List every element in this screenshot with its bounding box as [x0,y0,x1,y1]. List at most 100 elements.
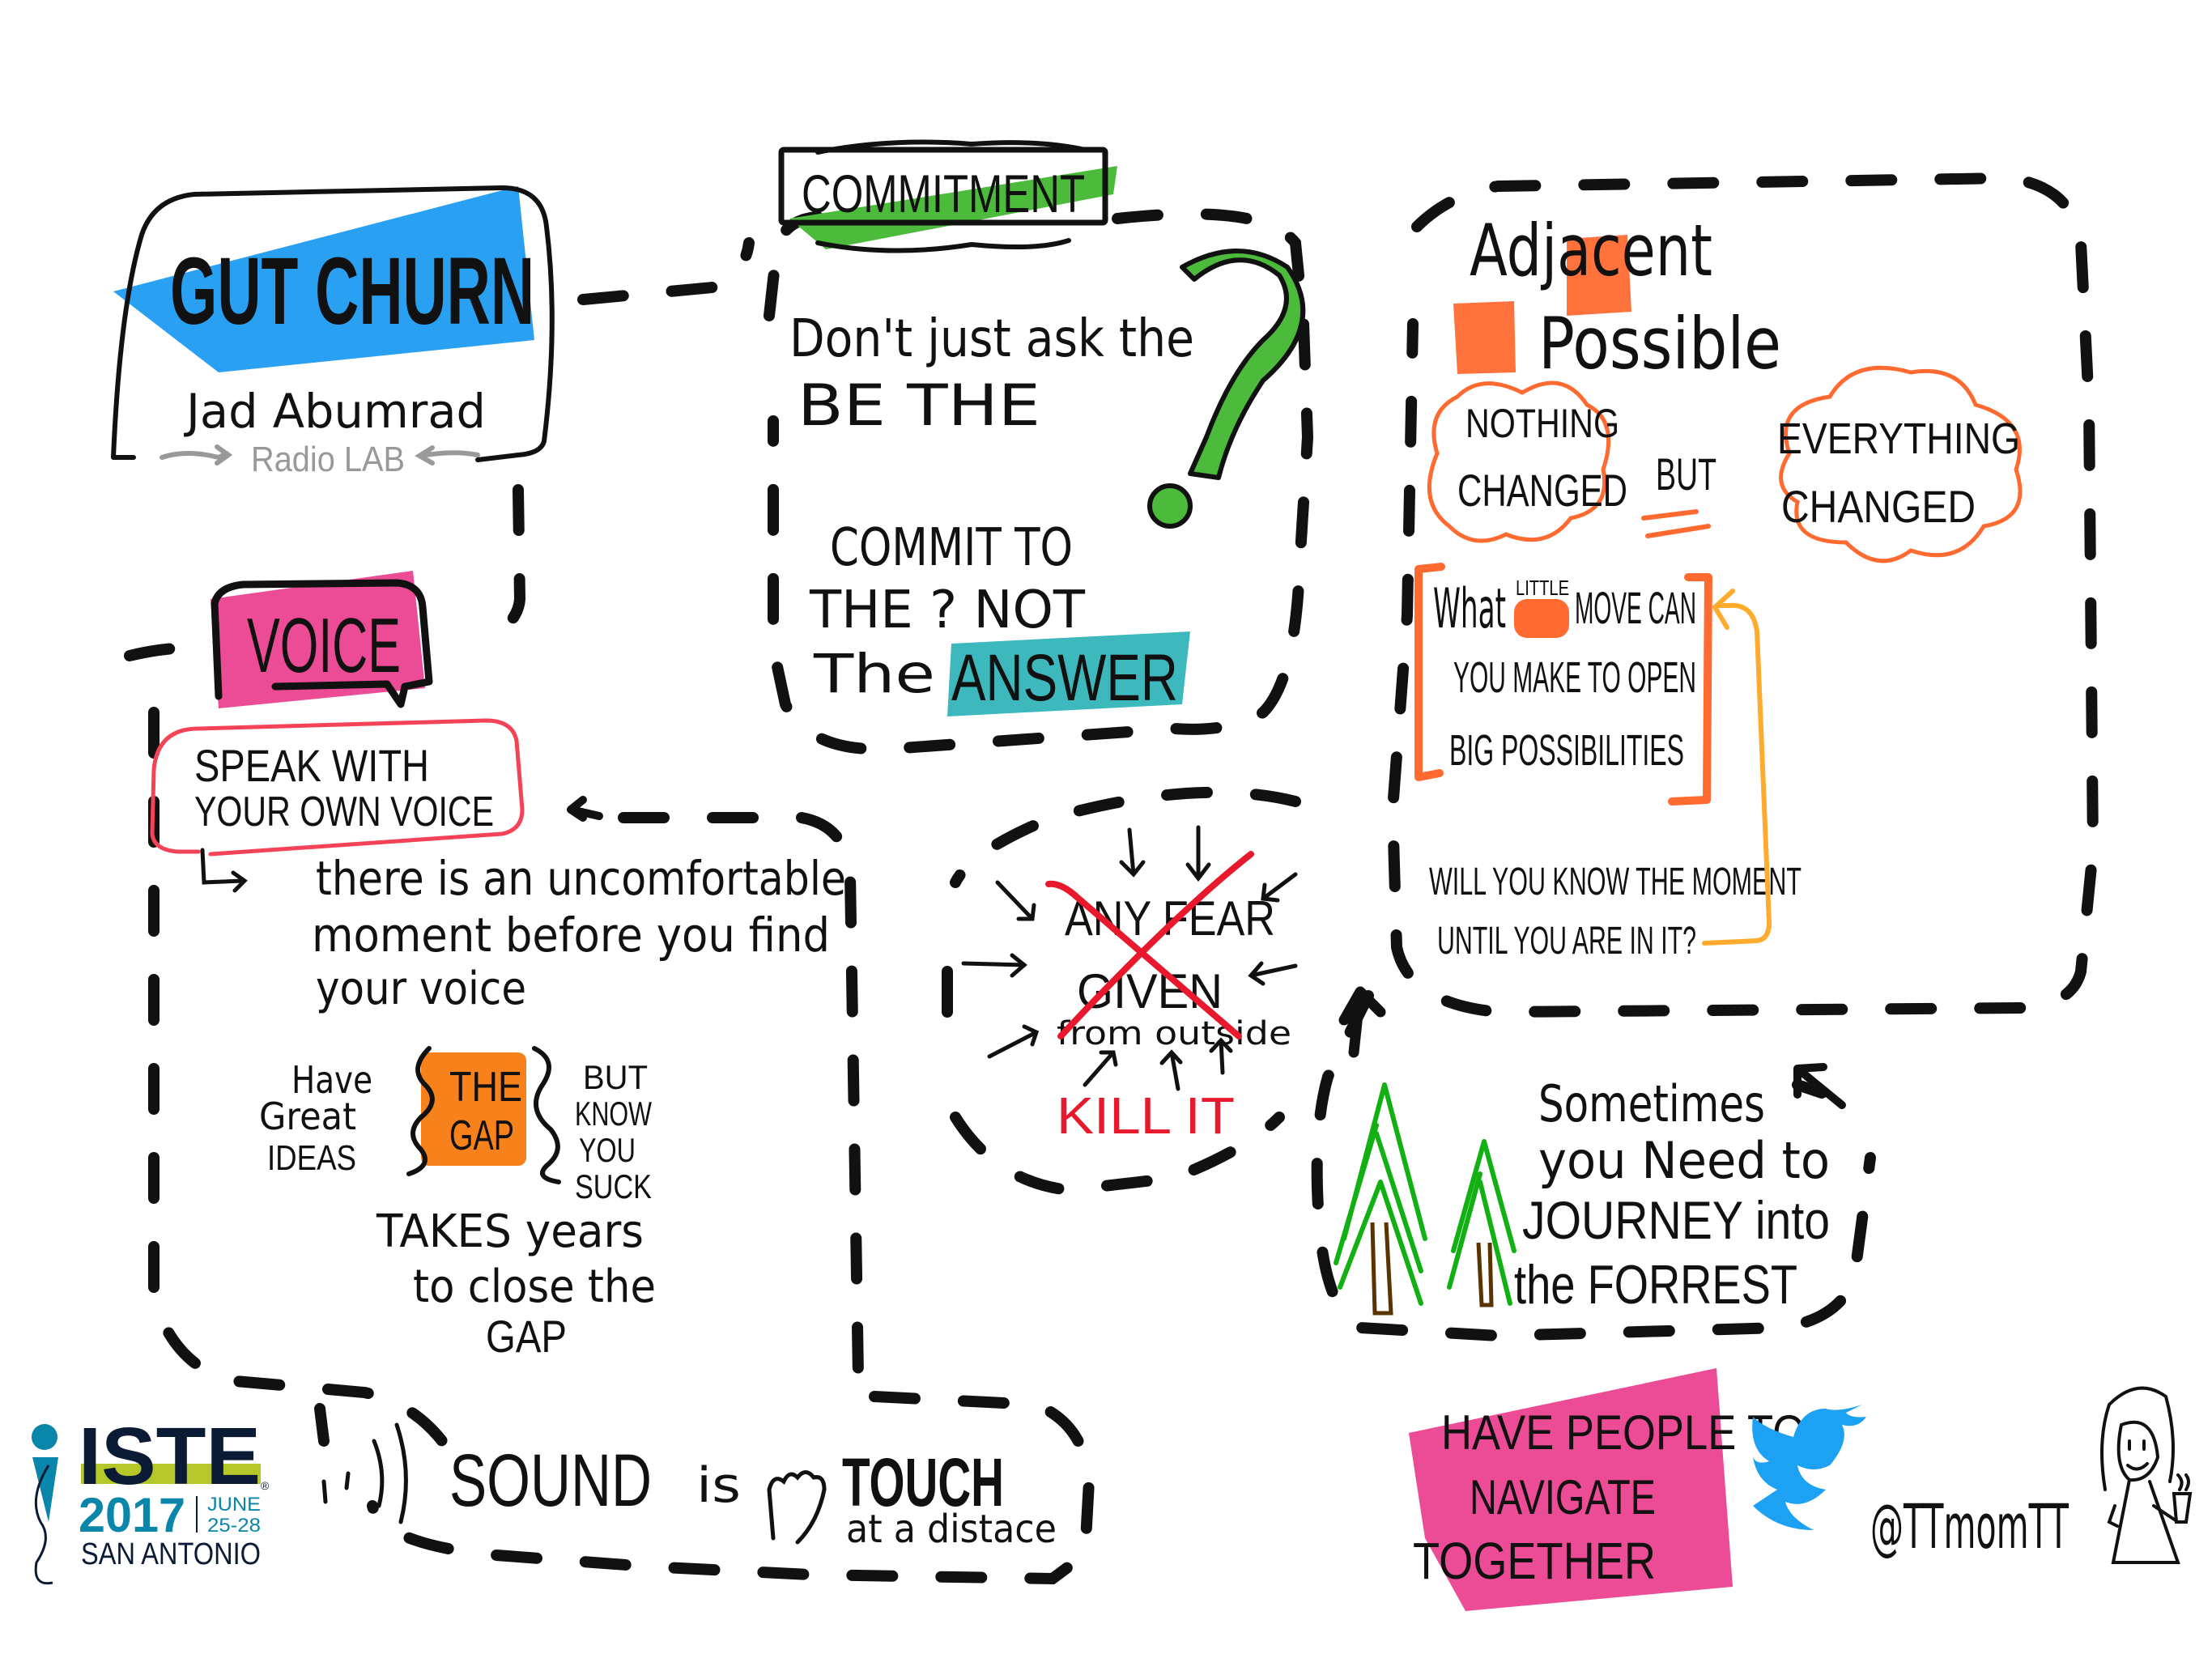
red-cross-out [1045,851,1254,1039]
close-line1: TAKES years [376,1205,644,1258]
iste-logo: ISTE ® 2017 JUNE 25-28 SAN ANTONIO [32,1411,270,1585]
logo-figure-body [32,1457,58,1522]
cloud-right-line2: CHANGED [1781,481,1976,532]
show-name: Radio LAB [251,440,405,479]
speak-line1: SPEAK WITH [194,740,429,791]
moment-line2: UNTIL YOU ARE IN IT? [1437,920,1696,963]
orange-scribble-right [1567,235,1631,316]
pink-highlight [1409,1368,1733,1611]
orange-bracket-right [1668,573,1712,806]
logo-year: 2017 [79,1488,185,1542]
gap-left-2: Great [259,1095,356,1138]
voice-speech-bubble [211,579,433,708]
fear-line2: GIVEN [1077,964,1223,1018]
possible-title: Possible [1538,302,1781,385]
orange-bracket-left [1414,563,1445,781]
forest-section: Sometimes you Need to JOURNEY into the F… [1311,986,1876,1342]
adjacent-border [1386,172,2099,1018]
arrow-up-icon [1338,986,1386,1058]
close-line3: GAP [486,1311,567,1362]
commitment-line4: THE ? NOT [809,580,1086,640]
teal-highlight [947,631,1190,716]
commitment-line5-prefix: The [813,643,935,705]
gap-orange-block [421,1052,526,1166]
gap-label-the: THE [449,1064,522,1111]
kill-it-label: KILL IT [1057,1086,1235,1145]
arrow-right-icon [160,444,233,466]
hand-icon [767,1470,827,1545]
forest-line3: JOURNEY into [1522,1190,1830,1250]
gut-churn-frame [111,185,555,462]
voice-title: VOICE [247,602,401,689]
connector-voice-loop [124,642,459,1463]
gap-right-4: SUCK [575,1167,652,1205]
question-move-can: MOVE CAN [1575,582,1696,633]
speaker-name: Jad Abumrad [184,384,486,439]
green-banner-fill [789,166,1117,249]
loop-arrow [1702,589,1772,946]
chain-top [815,139,1087,155]
sound-word: SOUND [449,1439,652,1522]
cloud-left [1427,380,1611,543]
voice-section: VOICE SPEAK WITH YOUR OWN VOICE there is… [150,571,846,1362]
gut-churn-title: GUT CHURN [170,238,534,345]
logo-month: JUNE [207,1494,261,1516]
logo-figure-swoosh [34,1465,53,1585]
people-line3: TOGETHER [1413,1532,1656,1590]
voice-arrow-left [567,796,603,822]
fear-arrows [961,825,1298,1091]
people-line2: NAVIGATE [1470,1470,1656,1524]
question-line2: YOU MAKE TO OPEN [1453,653,1696,702]
fear-border [942,786,1301,1197]
chain-bottom [815,238,1071,253]
sound-is: is [696,1457,741,1514]
connector-gutchurn-commitment [577,237,755,305]
pink-highlight [211,571,425,708]
twitter-bird-icon [1752,1405,1866,1530]
gap-right-3: YOU [579,1131,636,1169]
commitment-banner-label: COMMITMENT [802,164,1085,223]
voice-note-line1: there is an uncomfortable [316,851,846,906]
commitment-answer: ANSWER [951,641,1178,715]
voice-note-line2: moment before you find [312,908,830,963]
people-line1: HAVE PEOPLE TO [1441,1405,1806,1460]
moment-line1: WILL YOU KNOW THE MOMENT [1429,861,1802,903]
forest-line4: the FORREST [1514,1254,1797,1316]
people-section: HAVE PEOPLE TO NAVIGATE TOGETHER [1409,1368,1806,1611]
arrow-left-icon [415,445,480,466]
cloud-right-line1: EVERYTHING [1777,414,2020,463]
logo-brand: ISTE [79,1411,261,1502]
commitment-line3: COMMIT TO [830,518,1073,578]
little-highlight [1514,599,1569,638]
forest-line2: you Need to [1538,1131,1830,1190]
commitment-line1: Don't just ask the [789,309,1194,369]
sound-section: SOUND is TOUCH at a distace [314,1391,1095,1585]
commitment-line2: BE THE [798,372,1040,439]
twitter-handle: @TTmomTT [1870,1490,2069,1562]
speak-line2: YOUR OWN VOICE [194,789,494,835]
gut-churn-section: GUT CHURN Jad Abumrad Radio LAB [111,185,555,479]
logo-city: SAN ANTONIO [81,1537,261,1571]
commitment-section: COMMITMENT Don't just ask the BE THE COM… [764,139,1314,755]
adjacent-possible-section: Adjacent Possible NOTHING CHANGED BUT EV… [1386,172,2099,1018]
question-what: What [1433,577,1506,641]
artist-avatar-icon [2100,1386,2193,1564]
close-line2: to close the [413,1261,656,1313]
connector-gutchurn-voice [480,484,526,645]
question-little: LITTLE [1516,576,1569,600]
logo-days: 25-28 [207,1515,261,1537]
question-line3: BIG POSSIBILITIES [1449,726,1684,775]
elbow-arrow-icon [200,848,248,893]
gap-label-gap: GAP [449,1112,514,1159]
logo-lime-block [81,1464,261,1484]
cloud-left-line2: CHANGED [1457,465,1627,516]
cloud-left-line1: NOTHING [1465,401,1619,446]
touch-word: TOUCH [842,1444,1004,1520]
but-underline [1641,509,1711,538]
fear-section: ANY FEAR GIVEN from outside KILL IT [942,786,1301,1197]
credit-section: @TTmomTT [1752,1386,2193,1564]
orange-scribble-left [1453,301,1516,374]
voice-note-line3: your voice [316,963,526,1015]
fear-line3: from outside [1057,1015,1291,1052]
